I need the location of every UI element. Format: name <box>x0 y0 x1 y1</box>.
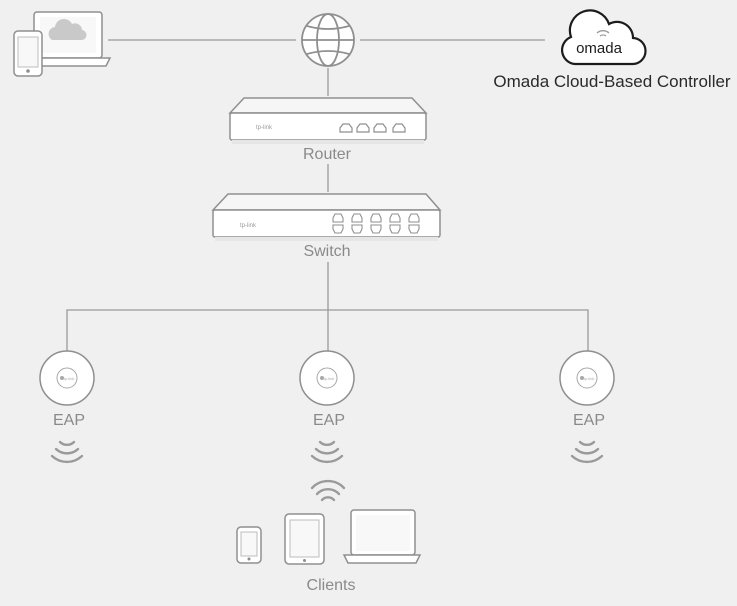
client-laptop-icon <box>342 509 422 564</box>
client-tablet-icon <box>284 513 325 565</box>
eap-label-1: EAP <box>52 412 86 429</box>
router-ports <box>339 123 406 133</box>
clients-label: Clients <box>306 577 356 594</box>
client-phone-icon <box>236 526 262 564</box>
wifi-signal-icon-1 <box>50 440 84 464</box>
laptop-icon <box>22 11 112 67</box>
switch-label: Switch <box>303 243 351 260</box>
wifi-signal-icon-2 <box>310 440 344 464</box>
switch-brand-logo: tp-link <box>240 223 257 229</box>
phone-icon <box>13 30 43 77</box>
router-device <box>228 97 428 144</box>
eap-brand-logo-1: tp-link <box>64 376 75 381</box>
router-brand-logo: tp-link <box>256 125 273 131</box>
eap-label-3: EAP <box>572 412 606 429</box>
connection-lines <box>66 39 589 352</box>
switch-device <box>211 193 442 241</box>
globe-icon <box>301 13 355 67</box>
line-eap-branch <box>66 309 589 352</box>
omada-logo: omada <box>576 40 623 57</box>
router-label: Router <box>302 146 352 163</box>
switch-ports <box>332 213 420 234</box>
wifi-signal-icon-3 <box>570 440 604 464</box>
eap-device-3 <box>559 350 615 406</box>
eap-brand-logo-3: tp-link <box>584 376 595 381</box>
eap-device-1 <box>39 350 95 406</box>
eap-device-2 <box>299 350 355 406</box>
cloud-controller-icon <box>561 9 647 66</box>
eap-brand-logo-2: tp-link <box>324 376 335 381</box>
controller-label: Omada Cloud-Based Controller <box>493 72 731 91</box>
eap-label-2: EAP <box>312 412 346 429</box>
clients-wifi-icon <box>310 479 346 502</box>
wifi-small-icon <box>596 30 610 37</box>
